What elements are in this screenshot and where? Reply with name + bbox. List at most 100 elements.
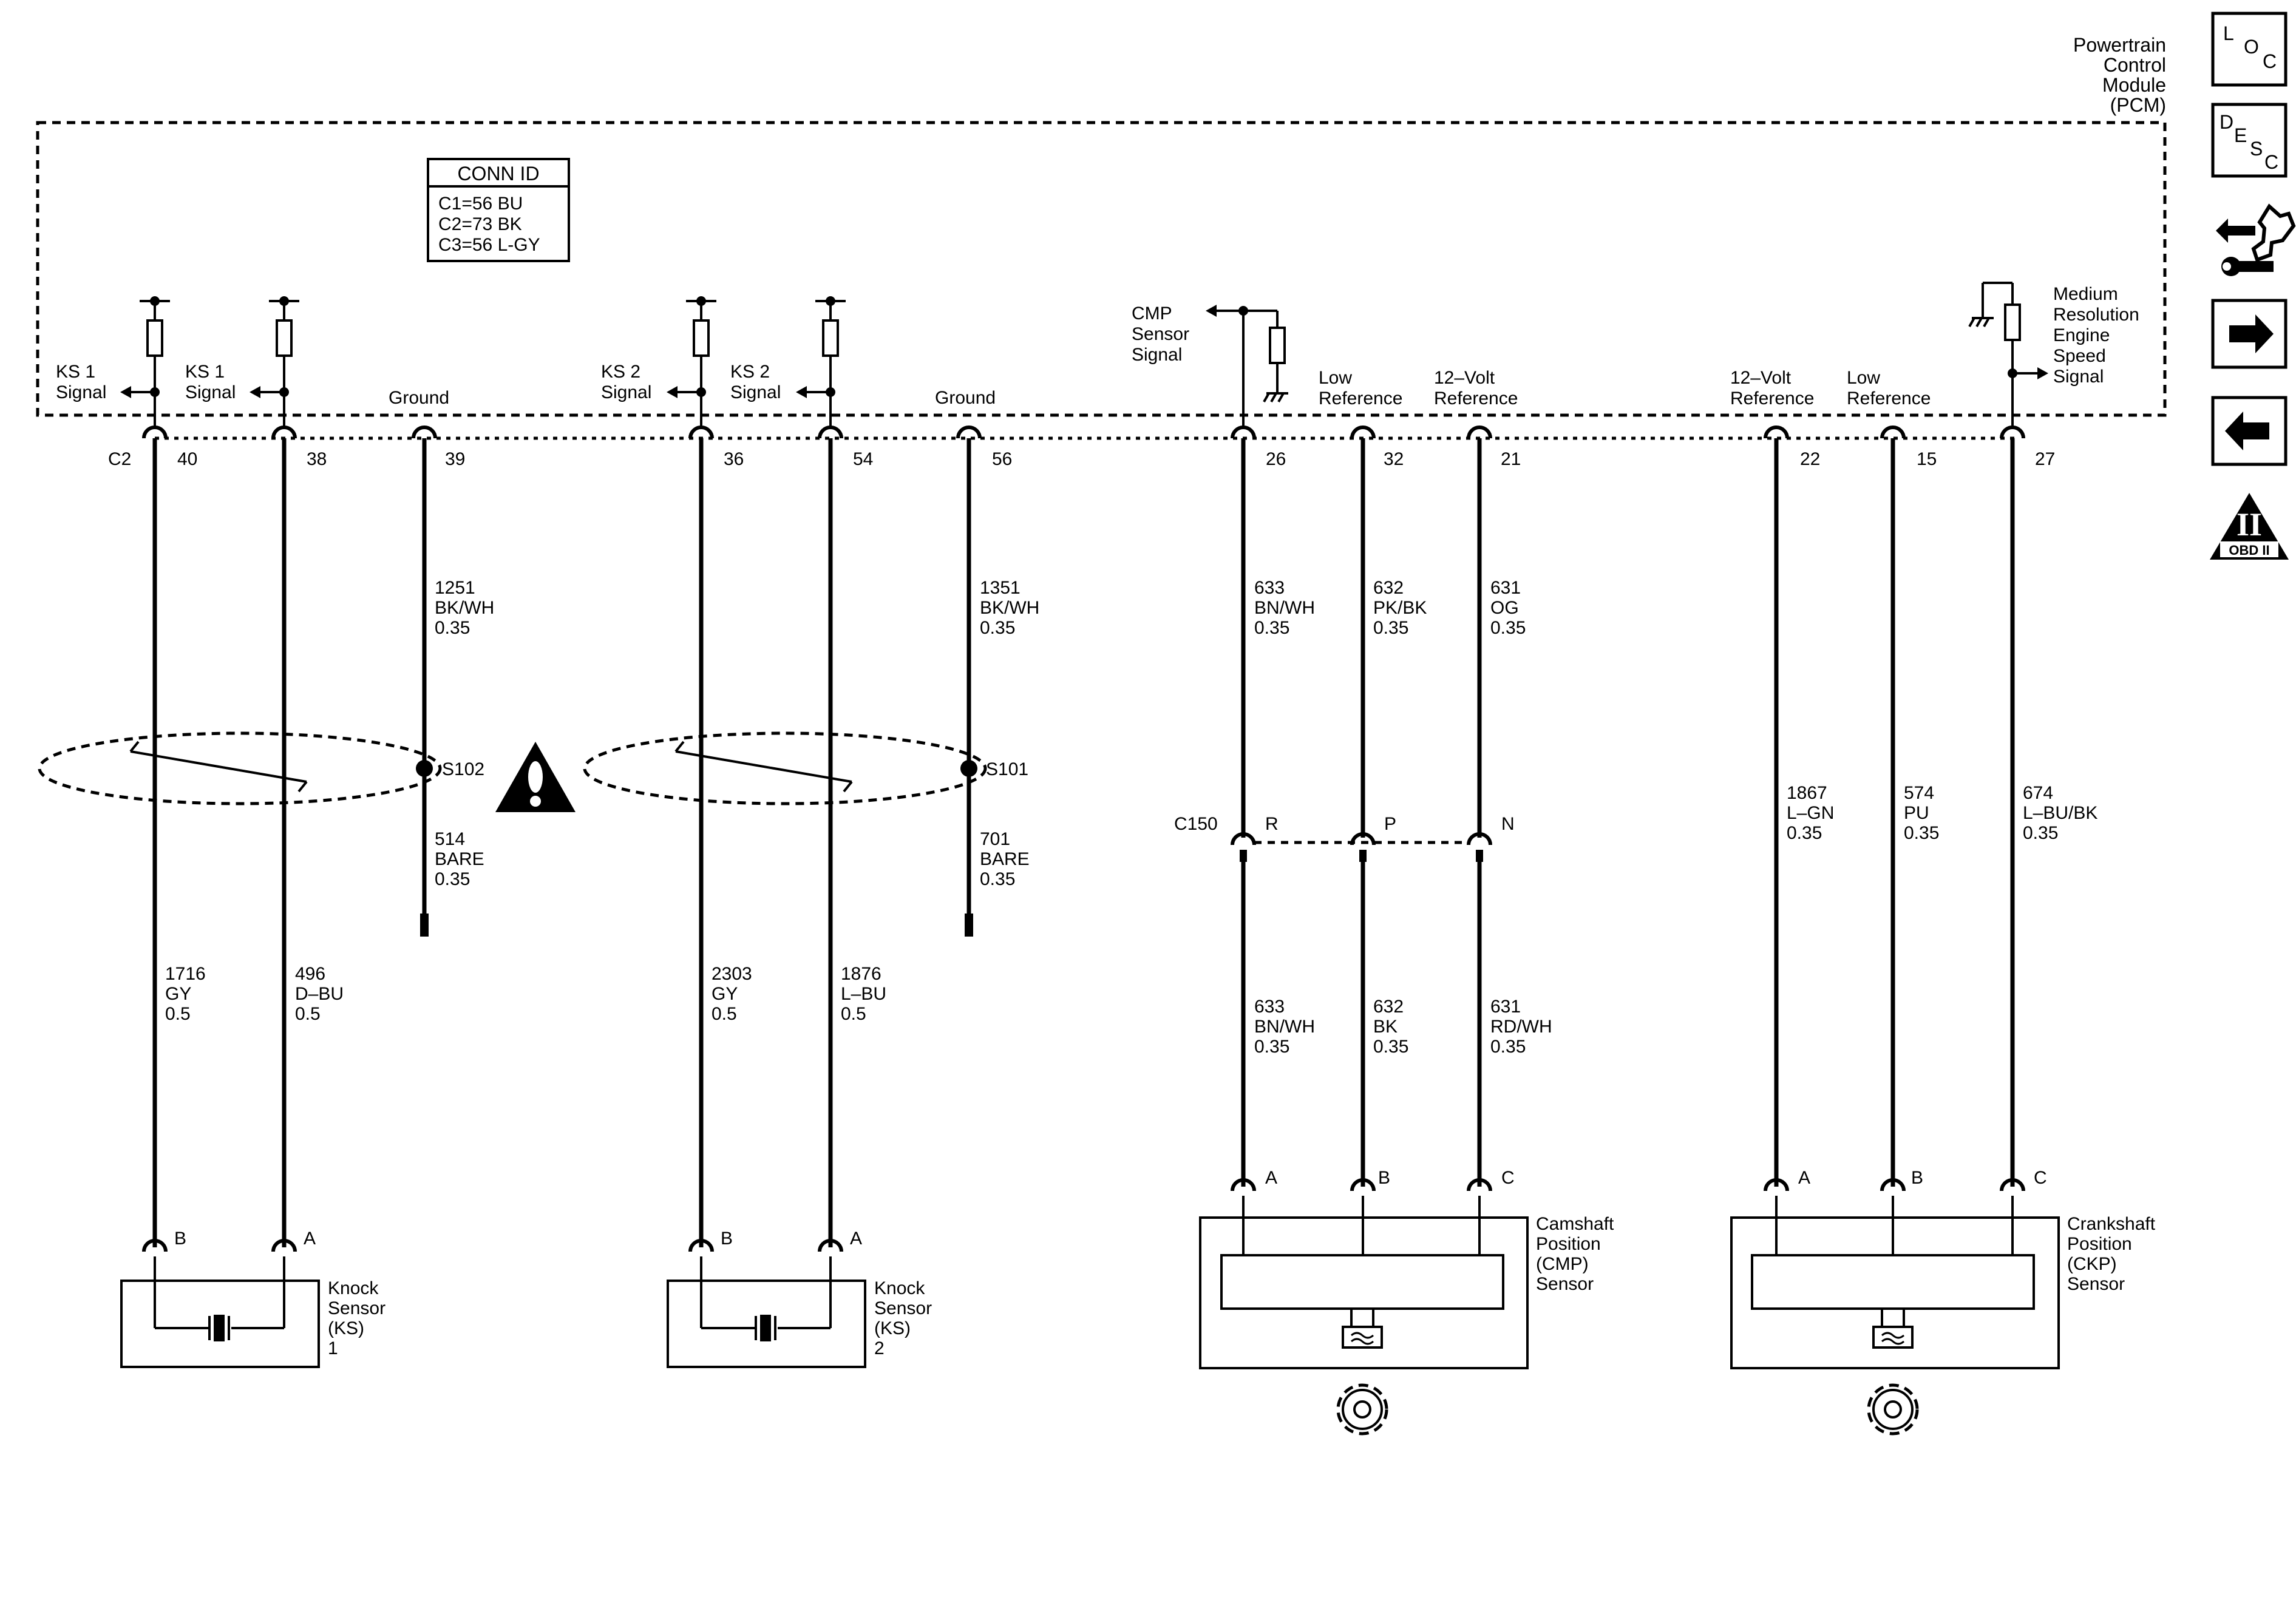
cmp-sensor <box>1199 1196 1529 1369</box>
ckp-sensor <box>1730 1196 2060 1369</box>
svg-text:BN/WH: BN/WH <box>1254 598 1315 618</box>
sensor-terminals <box>142 1178 2025 1252</box>
ckp-gear-icon <box>1867 1383 1919 1436</box>
svg-text:L–GN: L–GN <box>1787 803 1834 823</box>
svg-text:2: 2 <box>874 1338 885 1358</box>
ks2-signal-label-a: KS 2 Signal <box>601 362 651 402</box>
svg-text:B: B <box>174 1229 186 1249</box>
svg-text:0.35: 0.35 <box>1490 618 1526 638</box>
desc-icon[interactable]: D E S C <box>2211 103 2288 178</box>
cmp-gear-icon <box>1336 1383 1388 1436</box>
svg-text:0.35: 0.35 <box>1254 618 1289 638</box>
c150-pin-r: R <box>1265 814 1279 834</box>
svg-text:Knock: Knock <box>874 1278 925 1298</box>
wire-label-631-lower: 631 RD/WH 0.35 <box>1490 997 1552 1057</box>
svg-text:O: O <box>2244 36 2259 58</box>
svg-text:0.35: 0.35 <box>435 618 470 638</box>
svg-text:(CMP): (CMP) <box>1536 1254 1589 1274</box>
wire-label-514: 514 BARE 0.35 <box>435 829 484 889</box>
obd-ii-icon[interactable]: OBD II II <box>2210 493 2289 560</box>
sensor-pin-labels: B A B A A B C A B C <box>174 1168 2047 1249</box>
wire-label-496: 496 D–BU 0.5 <box>295 964 344 1024</box>
shield-ks1 <box>38 731 442 805</box>
svg-text:633: 633 <box>1254 578 1285 598</box>
svg-text:RD/WH: RD/WH <box>1490 1017 1552 1037</box>
knock-sensor-1 <box>120 1256 320 1368</box>
connector-tool-icon[interactable] <box>2216 203 2296 276</box>
svg-text:496: 496 <box>295 964 325 984</box>
svg-text:KS 1: KS 1 <box>185 362 225 382</box>
svg-text:15: 15 <box>1917 449 1937 469</box>
wire-label-1351: 1351 BK/WH 0.35 <box>980 578 1039 638</box>
svg-text:Signal: Signal <box>601 382 651 402</box>
svg-text:(CKP): (CKP) <box>2067 1254 2117 1274</box>
svg-text:0.5: 0.5 <box>841 1004 866 1024</box>
svg-text:L–BU: L–BU <box>841 984 886 1004</box>
ground-label-2: Ground <box>935 388 996 408</box>
cmp-sensor-label: Camshaft Position (CMP) Sensor <box>1536 1214 1614 1294</box>
svg-text:0.5: 0.5 <box>712 1004 737 1024</box>
svg-text:Sensor: Sensor <box>2067 1274 2125 1294</box>
svg-text:26: 26 <box>1266 449 1286 469</box>
ks2-internal-circuit-a <box>667 296 716 426</box>
wire-label-632-lower: 632 BK 0.35 <box>1373 997 1408 1057</box>
wire-label-633-upper: 633 BN/WH 0.35 <box>1254 578 1315 638</box>
svg-text:21: 21 <box>1501 449 1521 469</box>
svg-text:514: 514 <box>435 829 465 849</box>
svg-text:D–BU: D–BU <box>295 984 344 1004</box>
connector-c150-label: C150 <box>1174 814 1218 834</box>
svg-text:A: A <box>304 1229 316 1249</box>
knock-sensor-2 <box>667 1256 866 1368</box>
svg-text:C1=56 BU: C1=56 BU <box>438 194 523 214</box>
svg-text:56: 56 <box>992 449 1012 469</box>
svg-text:GY: GY <box>712 984 738 1004</box>
svg-text:(PCM): (PCM) <box>2110 94 2166 116</box>
svg-text:2303: 2303 <box>712 964 752 984</box>
svg-text:Position: Position <box>2067 1234 2132 1254</box>
svg-text:0.5: 0.5 <box>295 1004 321 1024</box>
svg-text:Speed: Speed <box>2053 346 2106 366</box>
svg-text:S: S <box>2250 138 2263 160</box>
svg-text:38: 38 <box>307 449 327 469</box>
svg-text:1: 1 <box>328 1338 338 1358</box>
svg-text:PU: PU <box>1904 803 1929 823</box>
previous-arrow-icon[interactable] <box>2211 396 2288 466</box>
svg-text:D: D <box>2220 111 2233 133</box>
ks1-signal-label-a: KS 1 Signal <box>56 362 106 402</box>
svg-text:0.35: 0.35 <box>435 869 470 889</box>
svg-text:22: 22 <box>1800 449 1820 469</box>
ckp-sensor-label: Crankshaft Position (CKP) Sensor <box>2067 1214 2156 1294</box>
svg-text:B: B <box>1378 1168 1390 1188</box>
splice-s101: S101 <box>986 759 1028 779</box>
svg-text:Sensor: Sensor <box>1536 1274 1594 1294</box>
svg-text:II: II <box>2237 506 2262 543</box>
svg-text:CMP: CMP <box>1132 303 1172 324</box>
svg-text:1351: 1351 <box>980 578 1021 598</box>
cmp-12v-reference-label: 12–Volt Reference <box>1434 368 1518 408</box>
next-arrow-icon[interactable] <box>2211 299 2288 369</box>
svg-text:Low: Low <box>1847 368 1880 388</box>
pcm-boundary <box>36 121 2167 417</box>
wire-label-632-upper: 632 PK/BK 0.35 <box>1373 578 1427 638</box>
svg-text:0.35: 0.35 <box>1904 823 1939 843</box>
svg-text:633: 633 <box>1254 997 1285 1017</box>
svg-text:C: C <box>2263 50 2277 72</box>
svg-text:Module: Module <box>2102 74 2166 96</box>
loc-icon[interactable]: L O C <box>2211 12 2288 87</box>
caution-icon <box>495 742 576 812</box>
wire-label-574: 574 PU 0.35 <box>1904 783 1939 843</box>
svg-text:Low: Low <box>1319 368 1352 388</box>
svg-text:674: 674 <box>2023 783 2053 803</box>
svg-text:0.35: 0.35 <box>1373 618 1408 638</box>
svg-text:32: 32 <box>1384 449 1404 469</box>
knock-sensor-2-label: Knock Sensor (KS) 2 <box>874 1278 932 1358</box>
conn-id-box: CONN ID C1=56 BU C2=73 BK C3=56 L-GY <box>427 158 570 262</box>
wire-label-674: 674 L–BU/BK 0.35 <box>2023 783 2097 843</box>
svg-text:CONN ID: CONN ID <box>457 163 539 185</box>
c150-pin-n: N <box>1501 814 1515 834</box>
wire-label-633-lower: 633 BN/WH 0.35 <box>1254 997 1315 1057</box>
wire-label-2303: 2303 GY 0.5 <box>712 964 752 1024</box>
svg-text:39: 39 <box>445 449 465 469</box>
svg-text:C3=56 L-GY: C3=56 L-GY <box>438 235 540 255</box>
